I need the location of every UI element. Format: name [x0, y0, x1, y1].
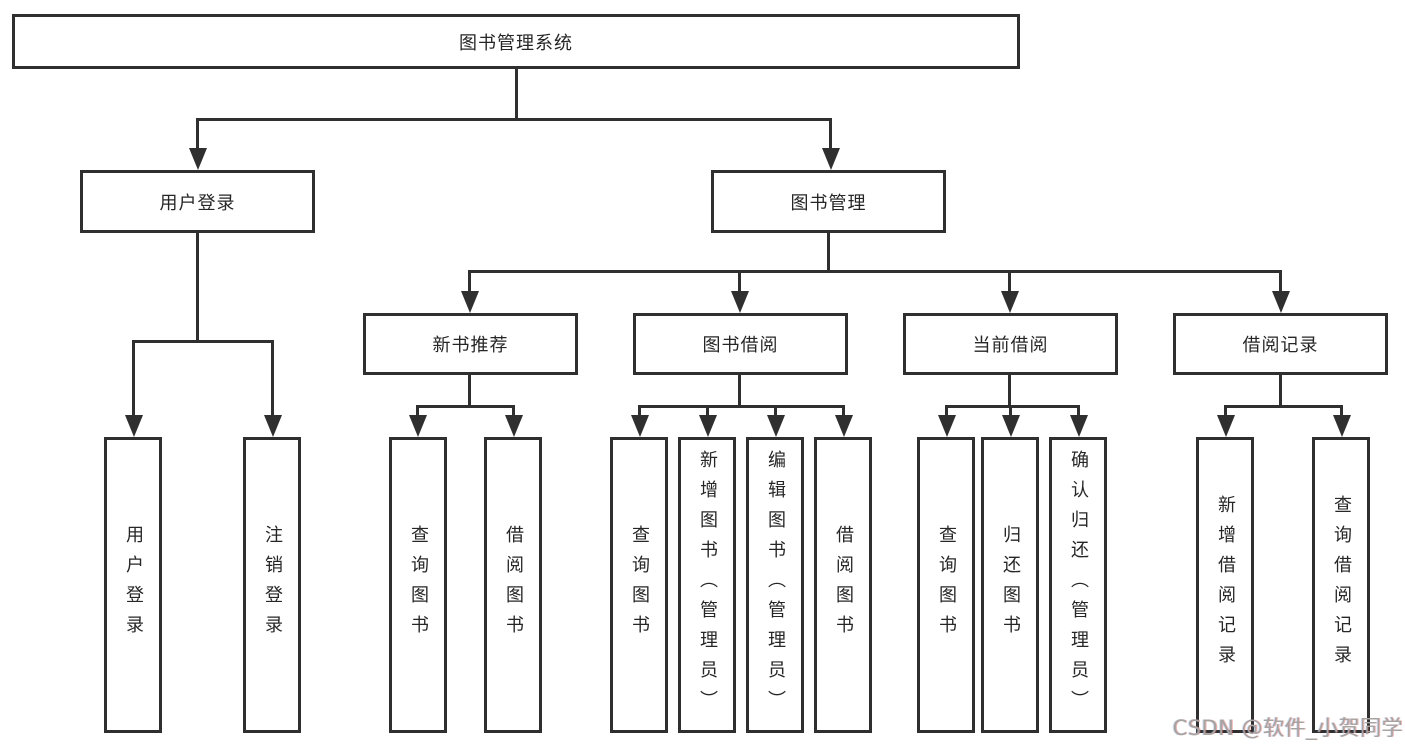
leaf-borrow-books-recommend: 借阅图书 — [484, 437, 542, 733]
connector-line — [842, 405, 845, 418]
leaf-add-borrow-record: 新增借阅记录 — [1196, 437, 1254, 733]
node-label: 图书借阅 — [702, 335, 779, 356]
connector-line — [416, 405, 419, 418]
leaf-label: 查询图书 — [629, 525, 650, 645]
connector-line — [945, 405, 1080, 408]
node-borrowing-records: 借阅记录 — [1173, 313, 1388, 375]
connector-line — [196, 233, 199, 343]
leaf-logout: 注销登录 — [243, 437, 301, 733]
arrow-down-icon — [505, 415, 523, 437]
connector-line — [416, 405, 515, 408]
node-current-borrowing: 当前借阅 — [903, 313, 1118, 375]
arrow-down-icon — [1333, 415, 1351, 437]
leaf-label: 注销登录 — [262, 525, 283, 645]
arrow-down-icon — [1002, 415, 1020, 437]
arrow-down-icon — [409, 415, 427, 437]
connector-line — [706, 405, 709, 418]
arrow-down-icon — [1217, 415, 1235, 437]
node-label: 图书管理系统 — [459, 32, 573, 54]
connector-line — [827, 233, 830, 273]
connector-line — [1008, 375, 1011, 408]
connector-line — [774, 405, 777, 418]
connector-line — [1009, 405, 1012, 418]
leaf-label: 用户登录 — [123, 525, 144, 645]
connector-line — [271, 340, 274, 417]
arrow-down-icon — [699, 415, 717, 437]
arrow-down-icon — [731, 291, 749, 313]
leaf-label: 借阅图书 — [503, 525, 524, 645]
node-label: 用户登录 — [159, 192, 236, 214]
node-user-login: 用户登录 — [80, 170, 315, 233]
arrow-down-icon — [835, 415, 853, 437]
csdn-watermark: CSDN @软件_小贺同学 — [1172, 716, 1403, 740]
node-label: 借阅记录 — [1242, 335, 1319, 356]
arrow-down-icon — [1070, 415, 1088, 437]
connector-line — [945, 405, 948, 418]
connector-line — [638, 405, 845, 408]
arrow-down-icon — [822, 148, 840, 170]
leaf-label: 新增图书（管理员） — [697, 450, 718, 720]
connector-line — [515, 69, 518, 120]
node-label: 图书管理 — [790, 192, 867, 214]
connector-line — [1279, 270, 1282, 294]
leaf-query-books-current: 查询图书 — [917, 437, 975, 733]
connector-line — [468, 375, 471, 408]
connector-line — [1077, 405, 1080, 418]
leaf-query-books-borrowing: 查询图书 — [610, 437, 668, 733]
leaf-edit-books-admin: 编辑图书（管理员） — [746, 437, 804, 733]
arrow-down-icon — [767, 415, 785, 437]
connector-line — [132, 340, 274, 343]
leaf-query-books-recommend: 查询图书 — [389, 437, 447, 733]
connector-line — [196, 118, 832, 121]
connector-line — [738, 375, 741, 408]
node-label: 当前借阅 — [972, 335, 1049, 356]
leaf-query-borrow-record: 查询借阅记录 — [1312, 437, 1370, 733]
leaf-label: 确认归还（管理员） — [1068, 450, 1089, 720]
leaf-label: 查询图书 — [936, 525, 957, 645]
node-label: 新书推荐 — [432, 335, 509, 356]
leaf-label: 查询图书 — [408, 525, 429, 645]
leaf-return-books: 归还图书 — [981, 437, 1039, 733]
connector-line — [738, 270, 741, 294]
connector-line — [468, 270, 471, 294]
arrow-down-icon — [1272, 291, 1290, 313]
leaf-borrow-books-borrowing: 借阅图书 — [814, 437, 872, 733]
connector-line — [1279, 375, 1282, 408]
connector-line — [1340, 405, 1343, 418]
leaf-user-login: 用户登录 — [104, 437, 162, 733]
arrow-down-icon — [264, 415, 282, 437]
node-library-management-system: 图书管理系统 — [12, 14, 1020, 69]
connector-line — [638, 405, 641, 418]
connector-line — [468, 270, 1282, 273]
arrow-down-icon — [1001, 291, 1019, 313]
leaf-label: 编辑图书（管理员） — [765, 450, 786, 720]
leaf-label: 借阅图书 — [833, 525, 854, 645]
connector-line — [1224, 405, 1227, 418]
arrow-down-icon — [938, 415, 956, 437]
node-book-borrowing: 图书借阅 — [633, 313, 848, 375]
arrow-down-icon — [461, 291, 479, 313]
arrow-down-icon — [125, 415, 143, 437]
leaf-label: 归还图书 — [1000, 525, 1021, 645]
connector-line — [512, 405, 515, 418]
connector-line — [829, 118, 832, 152]
leaf-add-books-admin: 新增图书（管理员） — [678, 437, 736, 733]
arrow-down-icon — [189, 148, 207, 170]
leaf-label: 查询借阅记录 — [1331, 495, 1352, 675]
leaf-label: 新增借阅记录 — [1215, 495, 1236, 675]
leaf-confirm-return-admin: 确认归还（管理员） — [1049, 437, 1107, 733]
node-new-book-recommendation: 新书推荐 — [363, 313, 578, 375]
connector-line — [1224, 405, 1343, 408]
arrow-down-icon — [631, 415, 649, 437]
connector-line — [132, 340, 135, 417]
connector-line — [1008, 270, 1011, 294]
connector-line — [196, 118, 199, 152]
node-book-management: 图书管理 — [711, 170, 946, 233]
